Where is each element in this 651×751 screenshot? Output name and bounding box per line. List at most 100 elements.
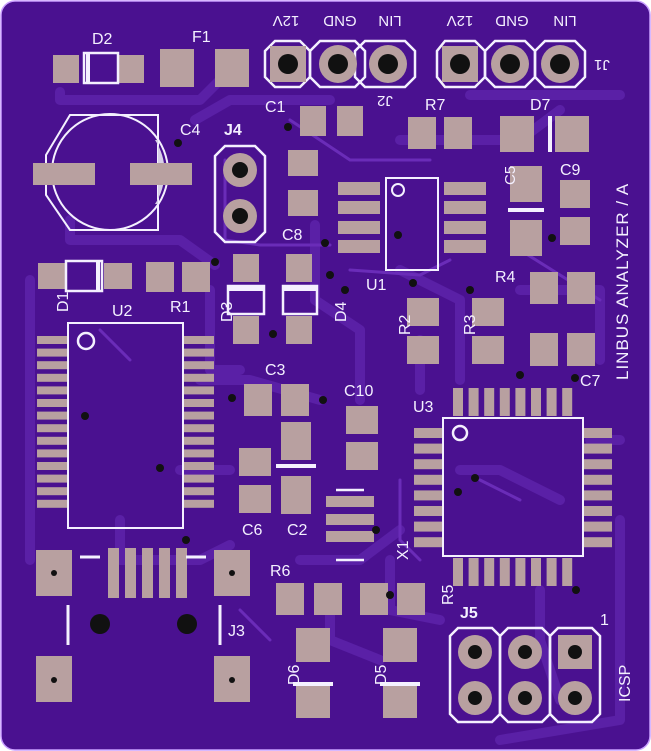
j5-icsp-header: J5 1 ICSP — [448, 605, 634, 724]
u3-pad — [468, 388, 479, 416]
label-r1: R1 — [170, 299, 191, 316]
u2-pad — [182, 399, 214, 407]
c4-capacitor: C4 — [33, 113, 201, 231]
u2-pad — [37, 449, 69, 458]
label-j5: J5 — [460, 605, 478, 622]
vias — [81, 123, 580, 599]
j4-jumper: J4 — [213, 122, 267, 244]
label-c6: C6 — [242, 522, 263, 539]
u2-pad — [182, 336, 214, 344]
x1-crystal: X1 — [326, 488, 412, 562]
u2-pad — [182, 424, 214, 433]
board-title: LINBUS ANALYZER / A — [613, 183, 632, 380]
label-c4: C4 — [180, 122, 201, 139]
u2-pad — [37, 499, 69, 508]
u2-outline — [67, 322, 184, 529]
u3-pad — [453, 558, 463, 586]
r2-resistor: R2 — [397, 298, 439, 364]
j1-pin-gnd: GND — [495, 12, 529, 29]
label-pin1: 1 — [600, 612, 609, 629]
label-r3: R3 — [462, 314, 479, 335]
c3-capacitor: C3 — [244, 362, 309, 416]
u3-pad — [584, 521, 612, 532]
u2-pad — [37, 462, 69, 470]
u3-pad — [453, 388, 463, 416]
u3-pad — [546, 558, 557, 586]
u2-pin1-marker — [76, 331, 96, 351]
u3-pad — [414, 474, 442, 485]
label-j4: J4 — [224, 122, 242, 139]
label-d5: D5 — [373, 664, 390, 685]
u3-pad — [584, 490, 612, 501]
u3-pad — [468, 558, 479, 586]
c2-capacitor: C2 — [276, 422, 316, 539]
r3-resistor: R3 — [462, 298, 504, 364]
c6-capacitor: C6 — [239, 448, 271, 539]
label-c1: C1 — [265, 99, 286, 116]
d3-diode: D3 — [219, 254, 266, 344]
u1-ic: U1 — [338, 177, 486, 294]
u3-pad — [515, 388, 526, 416]
label-c5: C5 — [502, 166, 519, 185]
d4-diode: D4 — [281, 254, 350, 344]
u3-outline — [442, 417, 584, 557]
u3-pad — [584, 459, 612, 470]
u3-pad — [414, 443, 442, 454]
r1-resistor: R1 — [146, 262, 210, 316]
c9-capacitor: C9 — [560, 162, 590, 245]
label-d6: D6 — [286, 664, 303, 685]
label-r4: R4 — [495, 269, 516, 286]
j2-pin-gnd: GND — [323, 12, 357, 29]
u3-pad — [515, 558, 526, 586]
d5-diode: D5 — [373, 628, 420, 718]
f1-fuse: F1 — [160, 29, 249, 87]
label-icsp: ICSP — [617, 665, 634, 702]
label-c3: C3 — [265, 362, 286, 379]
j2-header: 12V GND LIN J2 — [263, 12, 417, 109]
label-x1: X1 — [395, 540, 412, 560]
r4-resistor: R4 — [495, 269, 595, 304]
u2-pad — [182, 449, 214, 458]
u2-pad — [182, 487, 214, 496]
j2-pin-12v: 12V — [273, 12, 300, 29]
u2-pad — [182, 361, 214, 370]
r5-resistor: R5 — [360, 583, 457, 615]
c10-capacitor: C10 — [344, 383, 378, 470]
c8-capacitor: C8 — [282, 150, 318, 244]
r7-resistor: R7 — [408, 97, 472, 149]
u3-pad — [414, 521, 442, 532]
label-c7: C7 — [580, 373, 601, 390]
u3-pad — [499, 388, 510, 416]
j2-pin-lin: LIN — [378, 12, 401, 29]
u2-pad — [37, 399, 69, 407]
u2-pad — [182, 373, 214, 382]
u3-pad — [484, 388, 495, 416]
u2-pad — [37, 348, 69, 357]
label-r6: R6 — [270, 563, 291, 580]
label-r2: R2 — [397, 314, 414, 335]
u2-pad — [37, 436, 69, 445]
u3-pad — [414, 490, 442, 501]
u3-pad — [562, 388, 573, 416]
u3-pad — [562, 558, 573, 586]
u2-pad — [37, 386, 69, 395]
u3-pad — [584, 506, 612, 516]
u2-pad — [182, 411, 214, 420]
u2-pad — [37, 411, 69, 420]
u2-pad — [182, 436, 214, 445]
label-j1: J1 — [594, 56, 610, 73]
u2-pad — [182, 348, 214, 357]
label-d7: D7 — [530, 97, 551, 114]
r6-resistor: R6 — [270, 563, 342, 615]
j3-usb-connector: J3 — [36, 548, 250, 702]
u3-pad — [584, 537, 612, 548]
c1-capacitor: C1 — [265, 99, 363, 136]
u3-pad — [531, 558, 541, 586]
u2-ic — [37, 336, 214, 508]
u2-pad — [37, 487, 69, 496]
u3-pad — [584, 443, 612, 454]
label-c10: C10 — [344, 383, 373, 400]
label-c9: C9 — [560, 162, 581, 179]
label-u1: U1 — [366, 277, 387, 294]
